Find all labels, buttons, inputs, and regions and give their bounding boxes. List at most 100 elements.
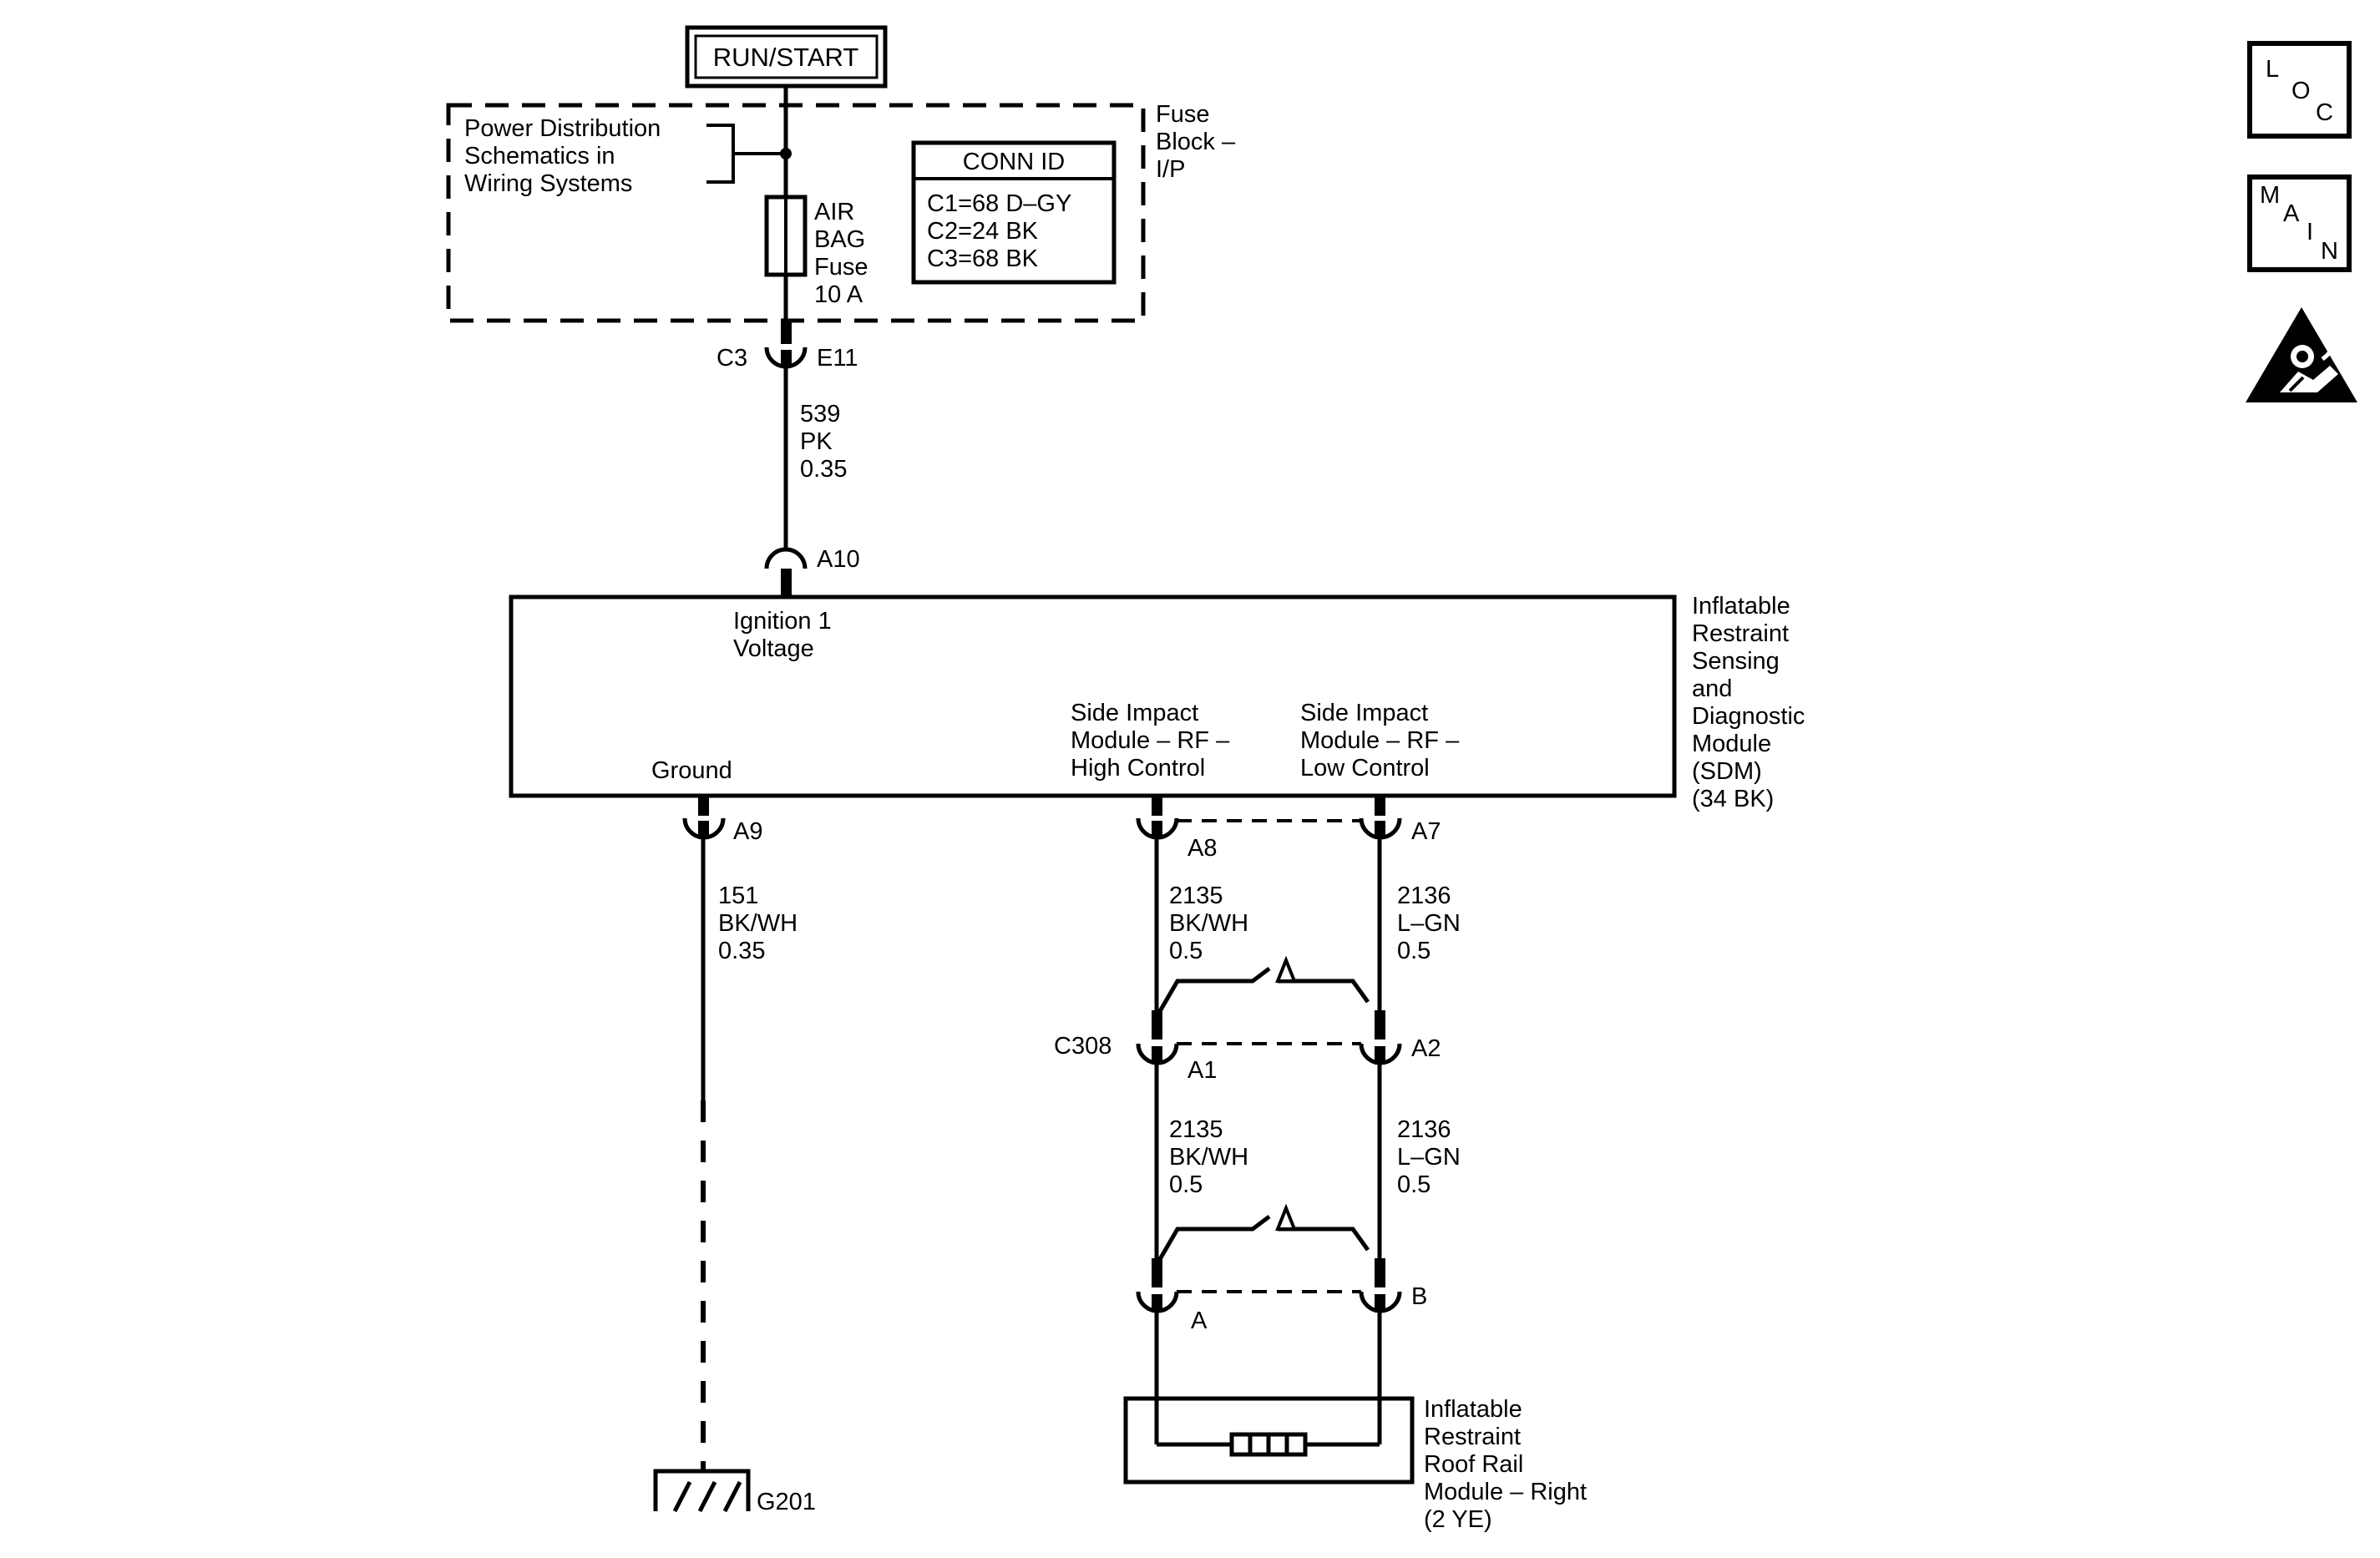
sdm-low-line-3: Low Control <box>1300 755 1430 782</box>
wire-2136-lower-label: 2136 L–GN 0.5 <box>1397 1116 1461 1198</box>
power-distribution-reference[interactable]: Power Distribution Schematics in Wiring … <box>464 115 781 197</box>
roof-rail-line-2: Restraint <box>1424 1424 1521 1450</box>
sdm-name-line-8: (34 BK) <box>1692 786 1774 812</box>
connector-c308-a2: A2 <box>1359 1035 1441 1065</box>
main-letter-n: N <box>2321 238 2338 265</box>
ref-line-1: Power Distribution <box>464 115 661 142</box>
fuse-line-2: BAG <box>814 226 865 253</box>
sdm-low-line-2: Module – RF – <box>1300 727 1460 754</box>
squib-icon <box>1229 1432 1308 1457</box>
ref-line-2: Schematics in <box>464 143 615 169</box>
wire-2136-upper-circuit: 2136 <box>1397 883 1451 909</box>
shorting-bar-c308 <box>1152 955 1385 1040</box>
fuse-block-label: Fuse Block – I/P <box>1156 101 1236 183</box>
ground-g201: G201 <box>653 1469 816 1515</box>
fuse-line-4: 10 A <box>814 281 863 308</box>
sdm-module: Ignition 1 Voltage Ground Side Impact Mo… <box>509 594 1677 798</box>
wire-2135-upper-gauge: 0.5 <box>1169 938 1203 964</box>
sdm-name-line-5: Diagnostic <box>1692 703 1805 730</box>
main-letter-m: M <box>2260 182 2280 209</box>
wire-539-gauge: 0.35 <box>800 456 847 483</box>
wire-539-circuit: 539 <box>800 401 840 427</box>
wire-151-gauge: 0.35 <box>718 938 765 964</box>
label-c308: C308 <box>1054 1033 1112 1060</box>
wire-2136-lower-color: L–GN <box>1397 1144 1461 1171</box>
sdm-name-line-1: Inflatable <box>1692 593 1790 620</box>
run-start-source: RUN/START <box>685 25 888 89</box>
connector-c308-a1: C308 A1 <box>1054 1033 1217 1084</box>
sdm-name-label: Inflatable Restraint Sensing and Diagnos… <box>1692 593 1805 812</box>
roof-rail-line-5: (2 YE) <box>1424 1506 1492 1533</box>
sdm-high-line-1: Side Impact <box>1071 700 1198 726</box>
fuse-line-3: Fuse <box>814 254 868 281</box>
loc-button[interactable]: L O C <box>2247 41 2352 139</box>
wire-2135-upper-label: 2135 BK/WH 0.5 <box>1169 883 1248 964</box>
fuse-line-1: AIR <box>814 199 854 225</box>
roof-rail-line-1: Inflatable <box>1424 1396 1522 1423</box>
connector-a8: A8 <box>1136 796 1217 862</box>
fuse-block-boundary <box>446 103 1146 323</box>
sdm-ground-label: Ground <box>651 757 732 784</box>
wire-2136-upper-color: L–GN <box>1397 910 1461 937</box>
wire-539-color: PK <box>800 428 833 455</box>
loc-letter-l: L <box>2266 56 2279 83</box>
connector-c3-e11: C3 E11 <box>717 345 858 372</box>
connector-a10: A10 <box>764 546 860 597</box>
label-a8: A8 <box>1187 835 1217 862</box>
wire-151-label: 151 BK/WH 0.35 <box>718 883 798 964</box>
sdm-name-line-3: Sensing <box>1692 648 1780 675</box>
label-pin-a: A <box>1191 1308 1208 1334</box>
air-bag-fuse: AIR BAG Fuse 10 A <box>764 195 868 308</box>
roof-rail-module-label: Inflatable Restraint Roof Rail Module – … <box>1424 1396 1587 1533</box>
sdm-high-line-3: High Control <box>1071 755 1205 782</box>
roof-rail-line-4: Module – Right <box>1424 1479 1587 1505</box>
fuse-block-line-2: Block – <box>1156 129 1236 155</box>
roof-rail-line-3: Roof Rail <box>1424 1451 1523 1478</box>
label-a2: A2 <box>1411 1035 1441 1062</box>
wire-2136-lower-gauge: 0.5 <box>1397 1171 1431 1198</box>
wire-2135-lower-label: 2135 BK/WH 0.5 <box>1169 1116 1248 1198</box>
wire-2135-lower-circuit: 2135 <box>1169 1116 1223 1143</box>
main-letter-i: I <box>2307 219 2313 245</box>
wire-2135-upper-color: BK/WH <box>1169 910 1248 937</box>
sdm-name-line-6: Module <box>1692 731 1771 757</box>
loc-letter-c: C <box>2316 99 2333 126</box>
wire-2135-lower-gauge: 0.5 <box>1169 1171 1203 1198</box>
sdm-name-line-2: Restraint <box>1692 620 1789 647</box>
label-a9: A9 <box>733 818 762 845</box>
wire-151-color: BK/WH <box>718 910 798 937</box>
sdm-ignition-line-1: Ignition 1 <box>733 608 832 635</box>
wire-2136-lower-circuit: 2136 <box>1397 1116 1451 1143</box>
conn-id-c3: C3=68 BK <box>927 245 1039 272</box>
conn-id-c1: C1=68 D–GY <box>927 190 1071 217</box>
label-a7: A7 <box>1411 818 1441 845</box>
roof-rail-module <box>1123 1396 1415 1485</box>
label-c3: C3 <box>717 345 747 372</box>
wire-2136-upper-gauge: 0.5 <box>1397 938 1431 964</box>
conn-id-table: CONN ID C1=68 D–GY C2=24 BK C3=68 BK <box>911 140 1117 285</box>
label-e11: E11 <box>817 345 858 372</box>
airbag-warning-icon[interactable] <box>2246 307 2357 402</box>
fuse-block-line-1: Fuse <box>1156 101 1209 128</box>
sdm-name-line-4: and <box>1692 675 1732 702</box>
sdm-high-line-2: Module – RF – <box>1071 727 1230 754</box>
connector-a9: A9 <box>682 796 762 845</box>
connector-a7: A7 <box>1359 796 1441 845</box>
ref-line-3: Wiring Systems <box>464 170 632 197</box>
main-letter-a: A <box>2283 200 2300 227</box>
sdm-low-line-1: Side Impact <box>1300 700 1428 726</box>
main-button[interactable]: M A I N <box>2247 175 2352 272</box>
label-g201: G201 <box>757 1489 816 1515</box>
loc-letter-o: O <box>2291 78 2311 104</box>
sdm-ignition-line-2: Voltage <box>733 635 814 662</box>
splice-dot <box>780 148 792 159</box>
wire-151-circuit: 151 <box>718 883 758 909</box>
shorting-bar-module <box>1152 1203 1385 1287</box>
wire-2136-upper-label: 2136 L–GN 0.5 <box>1397 883 1461 964</box>
wire-2135-lower-color: BK/WH <box>1169 1144 1248 1171</box>
conn-id-c2: C2=24 BK <box>927 218 1039 245</box>
wire-2135-upper-circuit: 2135 <box>1169 883 1223 909</box>
connector-pin-a: A <box>1136 1291 1208 1334</box>
label-a10: A10 <box>817 546 860 573</box>
